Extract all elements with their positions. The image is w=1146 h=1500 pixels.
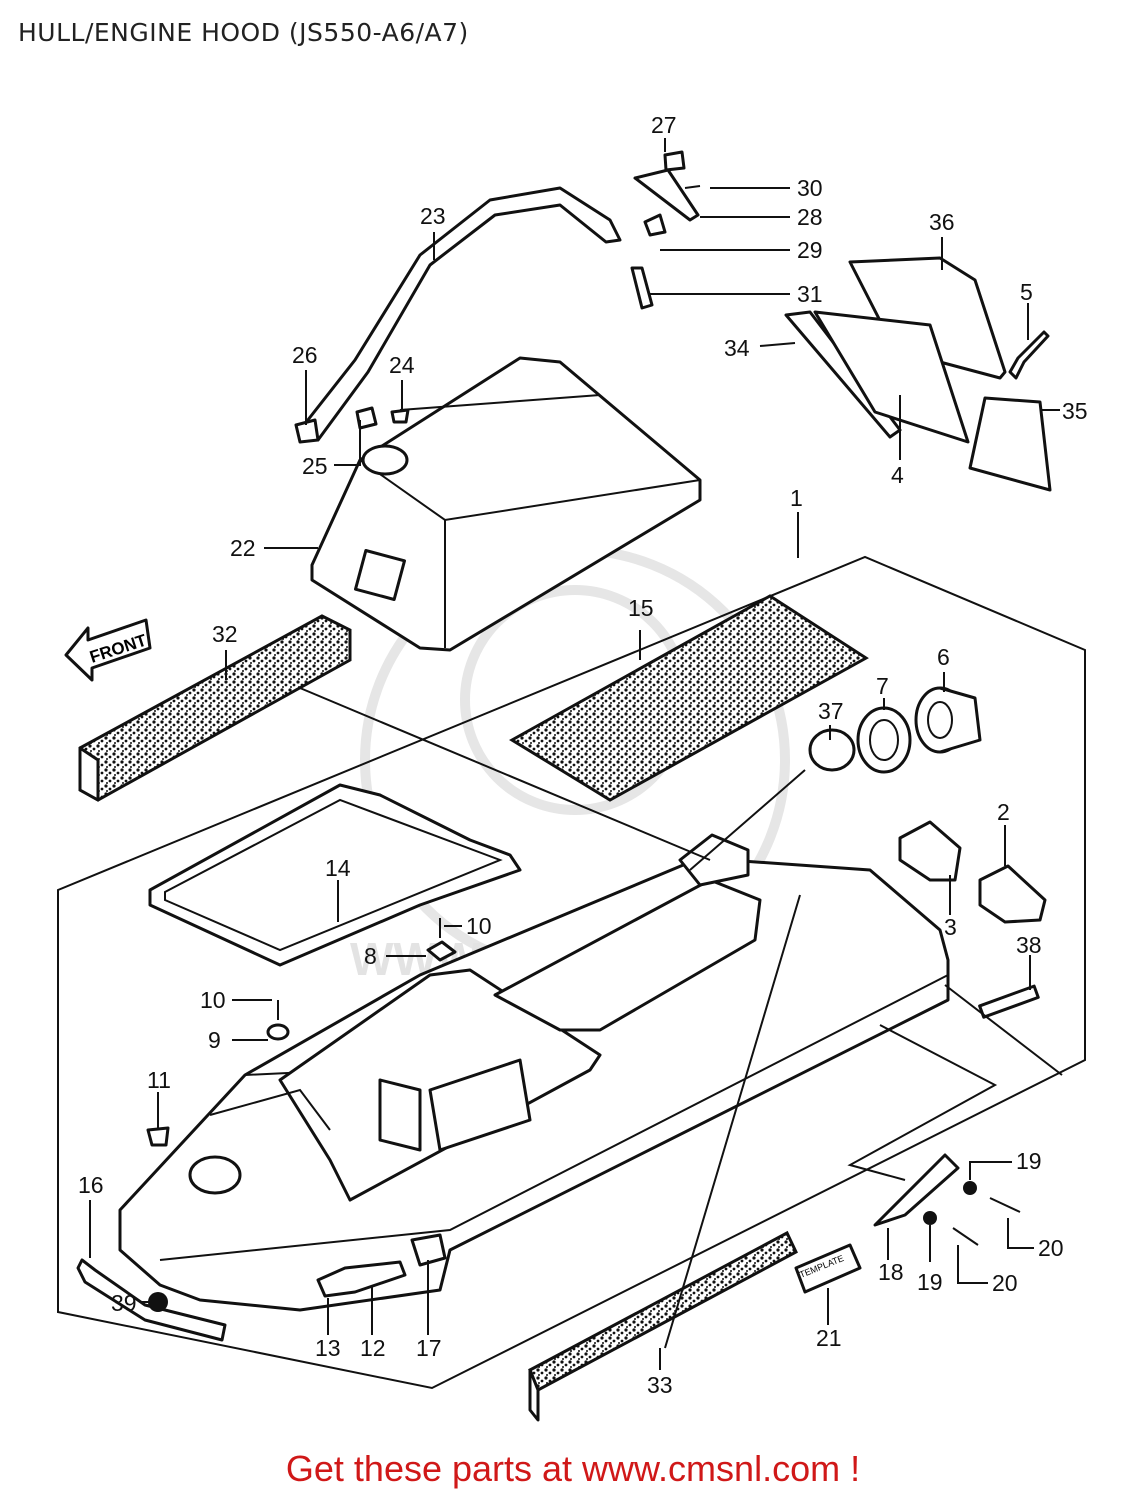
callout-14: 14 bbox=[325, 855, 351, 881]
callout-7: 7 bbox=[876, 673, 889, 699]
callout-30: 30 bbox=[797, 175, 823, 201]
screw-30 bbox=[684, 185, 701, 189]
callout-32: 32 bbox=[212, 621, 238, 647]
panel-4 bbox=[813, 310, 970, 444]
cover-3 bbox=[898, 820, 962, 882]
handle-12 bbox=[316, 1260, 407, 1298]
diagram-title: HULL/ENGINE HOOD (JS550-A6/A7) bbox=[18, 18, 469, 47]
callout-15: 15 bbox=[628, 595, 654, 621]
strap bbox=[298, 186, 622, 442]
callout-31: 31 bbox=[797, 281, 823, 307]
callout-36: 36 bbox=[929, 209, 955, 235]
callout-37: 37 bbox=[818, 698, 844, 724]
duct-6 bbox=[914, 686, 982, 754]
engine-hood bbox=[310, 356, 702, 652]
template-21: TEMPLATE bbox=[794, 1243, 862, 1294]
callout-11: 11 bbox=[147, 1067, 171, 1093]
strip-38 bbox=[978, 984, 1040, 1019]
assembly-frame bbox=[57, 555, 1086, 1390]
rivet-19b bbox=[923, 1211, 937, 1225]
callout-25: 25 bbox=[302, 453, 328, 479]
cover-2 bbox=[978, 864, 1047, 924]
screw-20a bbox=[989, 1197, 1021, 1213]
callout-1: 1 bbox=[790, 485, 803, 511]
ring-7 bbox=[856, 706, 912, 774]
callout-20a: 20 bbox=[1038, 1235, 1064, 1261]
buckle-26 bbox=[294, 418, 320, 444]
latch-28 bbox=[633, 168, 700, 222]
callout-5: 5 bbox=[1020, 279, 1033, 305]
callout-19a: 19 bbox=[1016, 1148, 1042, 1174]
mat-32-lip bbox=[78, 746, 100, 802]
callout-4: 4 bbox=[891, 462, 904, 488]
bracket-17 bbox=[410, 1233, 447, 1267]
screw-24 bbox=[390, 408, 410, 424]
callout-33: 33 bbox=[647, 1372, 673, 1398]
callouts: 1 2 3 4 5 6 7 8 9 10 10 11 12 13 14 15 1… bbox=[78, 112, 1088, 1398]
callout-6: 6 bbox=[937, 644, 950, 670]
callout-2: 2 bbox=[997, 799, 1010, 825]
callout-16: 16 bbox=[78, 1172, 104, 1198]
callout-19b: 19 bbox=[917, 1269, 943, 1295]
front-arrow-icon: FRONT bbox=[64, 618, 152, 682]
plug-11 bbox=[146, 1126, 170, 1147]
mat-15 bbox=[509, 594, 869, 802]
hull-body bbox=[118, 833, 950, 1312]
nut-8 bbox=[426, 940, 457, 962]
rivet-19a bbox=[963, 1181, 977, 1195]
callout-12: 12 bbox=[360, 1335, 386, 1361]
leader-lines bbox=[89, 138, 1063, 1370]
mat-33-lip bbox=[528, 1368, 540, 1422]
footer-link[interactable]: Get these parts at www.cmsnl.com ! bbox=[285, 1448, 861, 1489]
callout-29: 29 bbox=[797, 237, 823, 263]
callout-9: 9 bbox=[208, 1027, 221, 1053]
callout-35: 35 bbox=[1062, 398, 1088, 424]
callout-10a: 10 bbox=[466, 913, 492, 939]
callout-28: 28 bbox=[797, 204, 823, 230]
knob-27 bbox=[663, 150, 686, 172]
fastener-5 bbox=[1008, 330, 1050, 380]
callout-20b: 20 bbox=[992, 1270, 1018, 1296]
clip-29 bbox=[643, 213, 667, 237]
callout-24: 24 bbox=[389, 352, 415, 378]
callout-26: 26 bbox=[292, 342, 318, 368]
callout-27: 27 bbox=[651, 112, 677, 138]
callout-18: 18 bbox=[878, 1259, 904, 1285]
hook-31 bbox=[630, 266, 654, 310]
hose-16 bbox=[76, 1258, 227, 1342]
callout-10b: 10 bbox=[200, 987, 226, 1013]
screw-20b bbox=[952, 1227, 979, 1246]
mat-33 bbox=[528, 1230, 798, 1393]
callout-22: 22 bbox=[230, 535, 256, 561]
callout-17: 17 bbox=[416, 1335, 442, 1361]
hatch-gasket bbox=[148, 783, 522, 967]
callout-23: 23 bbox=[420, 203, 446, 229]
callout-3: 3 bbox=[944, 914, 957, 940]
cap-37 bbox=[808, 728, 856, 772]
washer-9 bbox=[266, 1023, 290, 1041]
callout-13: 13 bbox=[315, 1335, 341, 1361]
callout-8: 8 bbox=[364, 943, 377, 969]
hatch-gasket-inner bbox=[164, 798, 503, 952]
grommet-39 bbox=[148, 1292, 168, 1312]
panel-35 bbox=[968, 396, 1052, 492]
callout-21: 21 bbox=[816, 1325, 842, 1351]
plate-18 bbox=[873, 1153, 960, 1227]
callout-38: 38 bbox=[1016, 932, 1042, 958]
callout-39: 39 bbox=[111, 1290, 137, 1316]
callout-34: 34 bbox=[724, 335, 750, 361]
